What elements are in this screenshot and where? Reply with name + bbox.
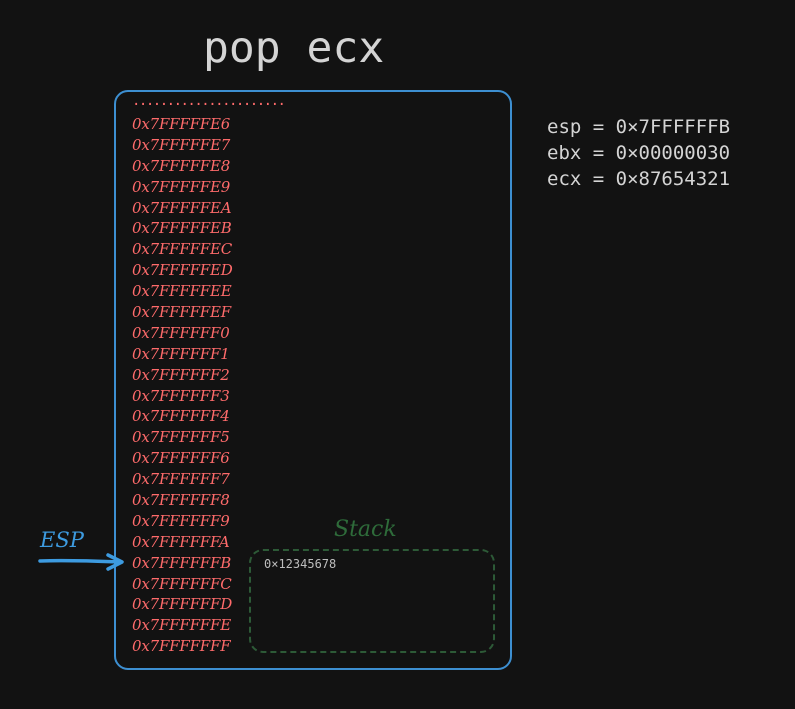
stack-box [249,549,495,653]
address-item: 0x7FFFFFFD [132,595,233,614]
stack-label: Stack [334,517,397,542]
esp-pointer-label: ESP [40,528,84,552]
stack-value: 0×12345678 [264,557,337,571]
memory-box [114,90,512,670]
esp-arrow-icon [38,553,124,571]
address-item: 0x7FFFFFF0 [132,323,230,342]
address-item-esp-target: 0x7FFFFFFB [132,553,232,572]
address-item: 0x7FFFFFF8 [132,491,230,510]
address-item: 0x7FFFFFE8 [132,156,231,175]
register-panel: esp = 0×7FFFFFFB ebx = 0×00000030 ecx = … [547,114,730,192]
address-item: 0x7FFFFFFF [132,637,231,656]
address-item: 0x7FFFFFF3 [132,386,230,405]
address-item: 0x7FFFFFE9 [132,177,231,196]
diagram-title: pop ecx [203,23,385,73]
register-ecx: ecx = 0×87654321 [547,168,731,190]
register-ebx: ebx = 0×00000030 [547,142,731,164]
address-item: 0x7FFFFFF1 [132,344,230,363]
address-item: 0x7FFFFFFA [132,532,230,551]
address-item: 0x7FFFFFFC [132,574,232,593]
address-item: 0x7FFFFFEB [132,219,232,238]
address-item: 0x7FFFFFE6 [132,115,231,133]
address-item: 0x7FFFFFF5 [132,428,230,447]
address-item: 0x7FFFFFFE [132,616,231,635]
address-item: 0x7FFFFFF9 [132,511,230,530]
address-item: 0x7FFFFFF6 [132,449,230,468]
address-item: 0x7FFFFFEE [132,282,232,301]
address-list: 0x7FFFFFE6 0x7FFFFFE7 0x7FFFFFE8 0x7FFFF… [132,114,233,657]
address-item: 0x7FFFFFED [132,261,233,280]
register-esp: esp = 0×7FFFFFFB [547,116,731,138]
address-item: 0x7FFFFFF2 [132,365,230,384]
address-item: 0x7FFFFFEF [132,303,231,322]
address-item: 0x7FFFFFF4 [132,407,230,426]
address-item: 0x7FFFFFEC [132,240,233,259]
address-item: 0x7FFFFFE7 [132,135,231,154]
address-item: 0x7FFFFFF7 [132,470,230,489]
memory-ellipsis: ...................... [132,93,286,109]
address-item: 0x7FFFFFEA [132,198,232,217]
